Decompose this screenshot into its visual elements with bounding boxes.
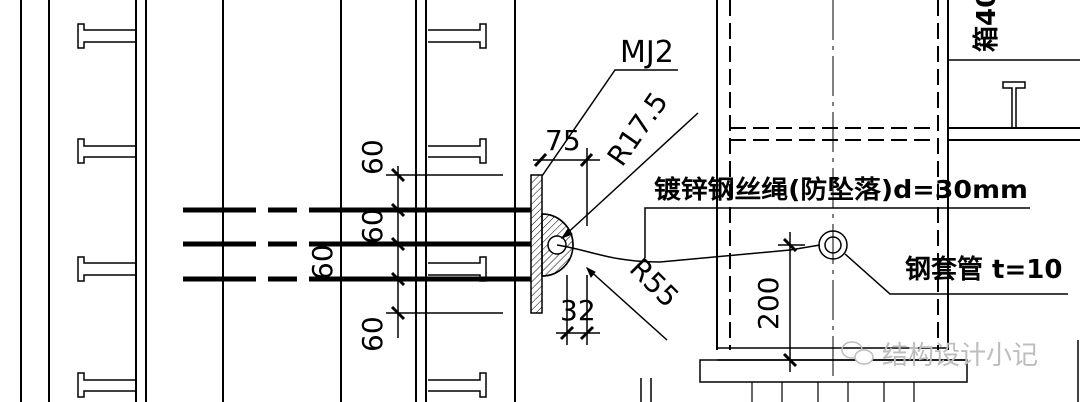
right-structure bbox=[640, 0, 1080, 402]
dim-75-label: 75 bbox=[545, 124, 581, 157]
wire-rope-leader bbox=[644, 207, 1030, 258]
wire-rope bbox=[556, 244, 821, 263]
wire-rope-label: 镀锌钢丝绳(防坠落)d=30mm bbox=[654, 175, 1028, 204]
r17-5-label: R17.5 bbox=[601, 86, 675, 172]
dim-200-label: 200 bbox=[752, 277, 785, 330]
dim-60-mid-label: 60 bbox=[356, 208, 389, 244]
dim-32-label: 32 bbox=[560, 294, 596, 327]
r55-leader bbox=[586, 267, 668, 341]
left-column-lines bbox=[20, 0, 516, 402]
r17-5-leader bbox=[561, 112, 699, 239]
watermark-text: 结构设计小记 bbox=[882, 341, 1038, 371]
i-beam-stiffeners-left bbox=[77, 23, 487, 398]
dimension-200 bbox=[778, 232, 805, 372]
dimension-32 bbox=[556, 275, 600, 345]
mj2-leader bbox=[541, 69, 678, 177]
steel-sleeve-leader bbox=[844, 253, 1068, 295]
steel-sleeve bbox=[818, 230, 848, 260]
embed-plate bbox=[530, 174, 543, 314]
dim-60-bar-label: 60 bbox=[306, 244, 339, 280]
mj2-label: MJ2 bbox=[620, 35, 674, 70]
anchor-bars bbox=[183, 207, 531, 282]
dim-60-top-label: 60 bbox=[356, 139, 389, 175]
dim-60-bottom-label: 60 bbox=[356, 316, 389, 352]
wechat-icon bbox=[841, 341, 874, 365]
steel-sleeve-label: 钢套管 t=10 bbox=[905, 255, 1062, 285]
watermark: 结构设计小记 bbox=[841, 341, 1038, 371]
dimension-60-chain bbox=[386, 166, 503, 338]
box-label: 箱40 bbox=[971, 0, 1002, 52]
dimension-75 bbox=[533, 148, 600, 226]
